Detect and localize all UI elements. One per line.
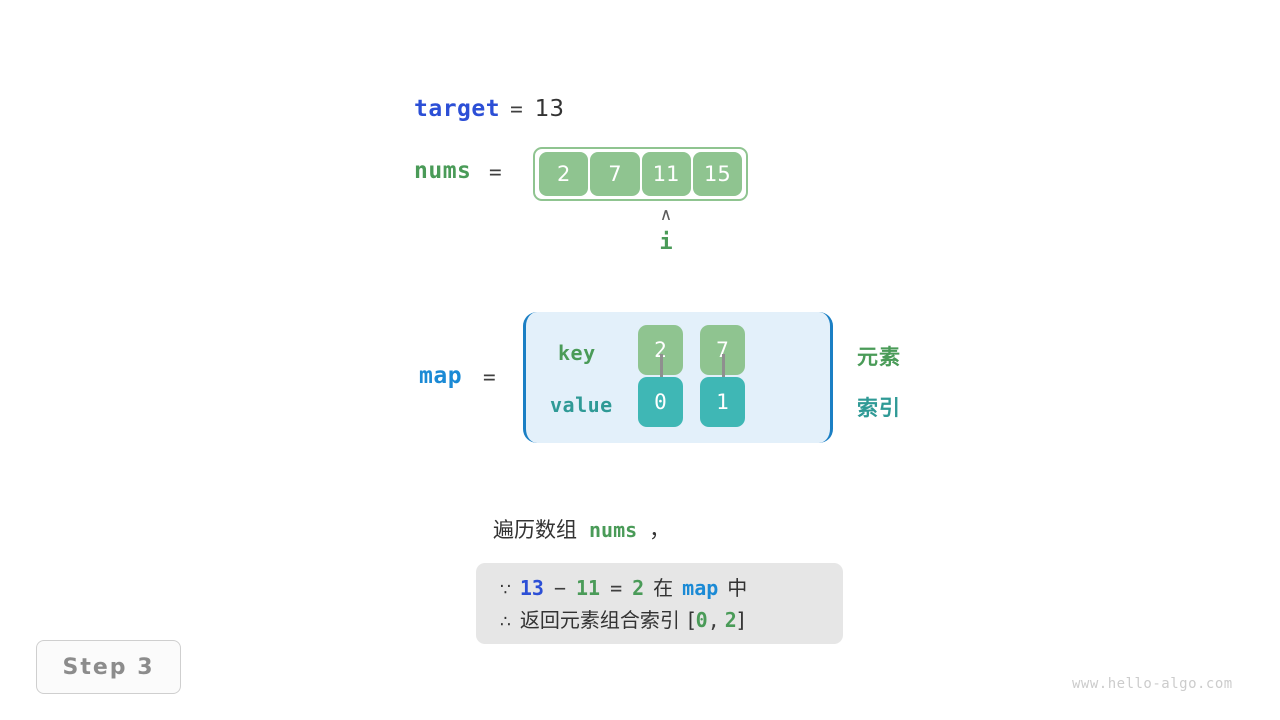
caption-suffix: ， — [649, 518, 671, 542]
nums-cell: 7 — [590, 152, 640, 196]
result-index-0: 0 — [695, 608, 708, 632]
reason-complement-value: 2 — [632, 576, 645, 600]
map-key-cells: 2 7 — [638, 325, 762, 375]
annotation-element: 元素 — [857, 345, 901, 369]
map-value-row-label: value — [550, 393, 613, 417]
nums-variable-name: nums — [414, 158, 472, 184]
reason-line-1: ∵ 13 − 11 = 2 在 map 中 — [500, 572, 843, 604]
caption-text: 遍历数组 nums ， — [493, 514, 670, 544]
map-key-row-label: key — [558, 341, 596, 365]
reason-map-name: map — [682, 576, 719, 600]
map-value-cell: 1 — [700, 377, 745, 427]
caption-code-nums: nums — [589, 518, 638, 542]
nums-cell: 2 — [539, 152, 589, 196]
result-comma: , — [707, 608, 720, 632]
watermark: www.hello-algo.com — [1072, 676, 1233, 692]
nums-array-container: 2 7 11 15 — [533, 147, 748, 201]
map-value-row: value 0 1 — [526, 377, 830, 427]
bracket-close: ] — [736, 608, 745, 632]
reason-minus-sign: − — [553, 576, 566, 600]
reason-box: ∵ 13 − 11 = 2 在 map 中 ∴ 返回元素组合索引 [ 0 , 2… — [476, 563, 843, 644]
nums-equals-sign: = — [489, 160, 502, 184]
nums-cell: 11 — [641, 152, 691, 196]
map-value-cell: 0 — [638, 377, 683, 427]
index-pointer-label: i — [659, 230, 673, 255]
target-declaration: target = 13 — [414, 92, 564, 126]
nums-cell: 15 — [692, 152, 742, 196]
therefore-symbol-icon: ∴ — [500, 612, 511, 632]
map-key-row: key 2 7 — [526, 325, 830, 375]
step-badge: Step 3 — [36, 640, 181, 694]
caption-prefix: 遍历数组 — [493, 518, 577, 542]
target-variable-name: target — [414, 96, 501, 122]
reason-cn-in: 在 — [653, 576, 674, 600]
reason-return-text: 返回元素组合索引 — [519, 608, 680, 632]
caret-up-icon: ∧ — [659, 205, 673, 225]
map-value-cells: 0 1 — [638, 377, 762, 427]
map-variable-name: map — [419, 363, 463, 389]
reason-equals-sign: = — [610, 576, 623, 600]
target-value: 13 — [534, 96, 565, 122]
index-pointer: ∧ i — [641, 206, 691, 254]
reason-target-value: 13 — [519, 576, 544, 600]
bracket-open: [ — [687, 608, 696, 632]
reason-current-number: 11 — [575, 576, 601, 600]
map-equals-sign: = — [483, 365, 496, 389]
target-equals-sign: = — [510, 97, 523, 121]
reason-cn-within: 中 — [727, 576, 748, 600]
reason-line-2: ∴ 返回元素组合索引 [ 0 , 2 ] — [500, 604, 843, 636]
map-container: key 2 7 value 0 1 — [523, 312, 833, 443]
result-index-1: 2 — [724, 608, 737, 632]
because-symbol-icon: ∵ — [500, 580, 511, 600]
annotation-index: 索引 — [857, 396, 901, 420]
